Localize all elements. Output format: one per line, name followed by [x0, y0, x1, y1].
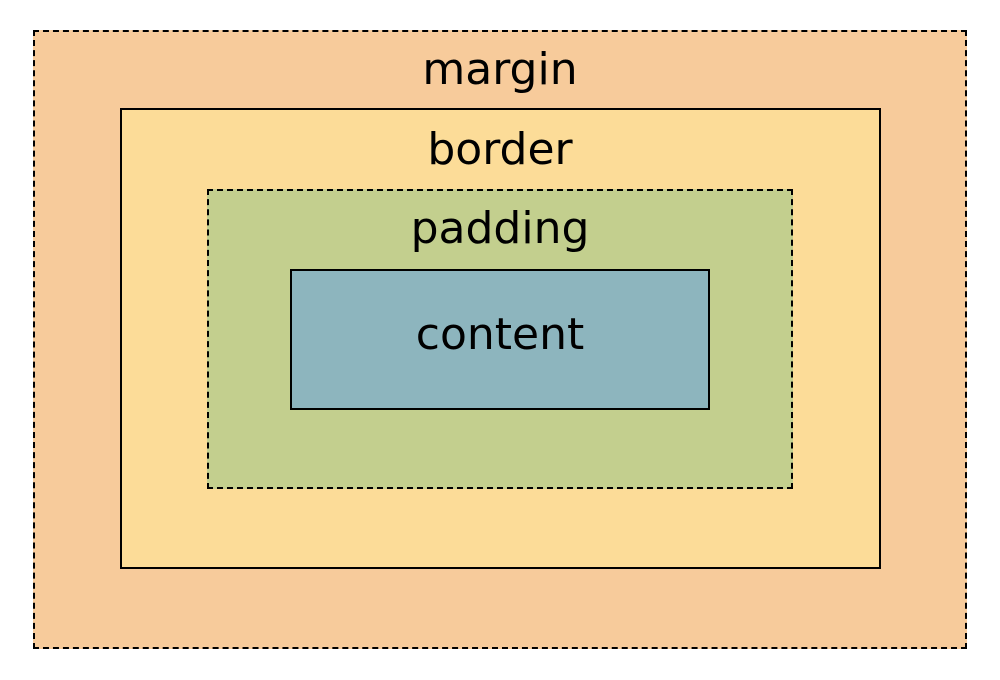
padding-label: padding: [410, 203, 590, 254]
border-label: border: [427, 124, 573, 175]
content-label: content: [415, 309, 585, 360]
content-box: [290, 269, 710, 410]
margin-label: margin: [422, 44, 578, 95]
